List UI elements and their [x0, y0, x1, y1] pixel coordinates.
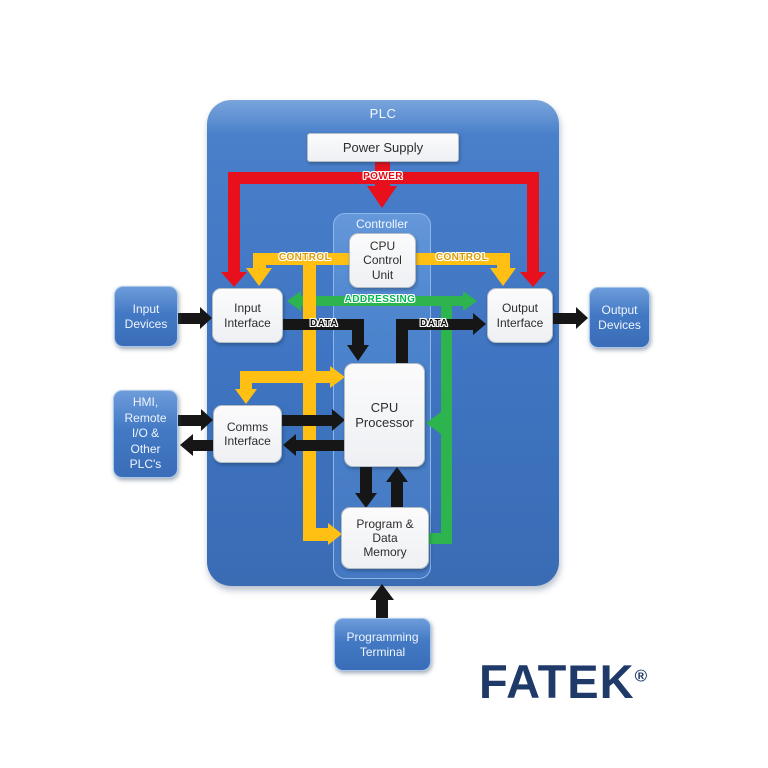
addressing-bus-vertical [441, 301, 452, 544]
registered-trademark-icon: ® [634, 666, 648, 686]
data-arrow-mem-cpu-head-icon [386, 467, 408, 482]
data-arrow-hmi-out-head-icon [180, 434, 193, 456]
data-arrow-inputdev-bar [178, 313, 200, 324]
data-arrow-progterm-bar [376, 600, 388, 618]
addressing-bus-memory-hook [428, 533, 452, 544]
data-arrow-mem-cpu-bar [391, 482, 403, 507]
program-data-memory-box: Program & Data Memory [341, 507, 429, 569]
input-interface-box: Input Interface [212, 288, 283, 343]
input-devices-label: Input Devices [124, 301, 168, 331]
power-supply-box: Power Supply [307, 133, 459, 162]
power-bus-label: POWER [363, 171, 403, 182]
data-arrow-cpu-mem-bar [360, 467, 372, 493]
power-arrow-controller-icon [367, 186, 397, 208]
control-bus-label-left: CONTROL [278, 252, 332, 263]
addressing-bus-bar [300, 296, 464, 306]
data-arrow-cpu-comms-head-icon [283, 434, 296, 456]
control-bus-memory-hook [303, 528, 328, 541]
cpu-processor-box: CPU Processor [344, 363, 425, 467]
output-devices-label: Output Devices [598, 302, 641, 332]
comms-interface-label: Comms Interface [224, 419, 271, 448]
data-arrow-comms-cpu-head-icon [332, 409, 345, 431]
data-bus-left-drop [352, 319, 364, 345]
control-bus-label-right: CONTROL [435, 252, 489, 263]
data-bus-left-bar [283, 319, 364, 330]
control-bus-comms-branch [240, 371, 330, 383]
data-bus-label-left: DATA [310, 318, 338, 329]
power-bus-right-vertical [527, 172, 539, 272]
data-arrow-outputdev-head-icon [576, 307, 588, 329]
control-bus-right-drop [497, 253, 510, 269]
fatek-logo-text: FATEK [479, 655, 635, 708]
control-arrow-comms-icon [235, 389, 257, 404]
controller-title: Controller [355, 217, 409, 231]
input-devices-box: Input Devices [114, 286, 178, 347]
cpu-control-unit-box: CPU Control Unit [349, 233, 416, 288]
plc-title: PLC [369, 106, 397, 121]
power-bus-left-vertical [228, 172, 240, 272]
data-arrow-cpu-mem-head-icon [355, 493, 377, 508]
data-bus-right-riser [396, 319, 408, 363]
data-arrow-cpu-comms-bar [296, 440, 344, 451]
control-bus-comms-drop [240, 371, 252, 389]
control-arrow-memory-icon [328, 523, 342, 545]
data-arrow-outiface-head-icon [473, 313, 486, 335]
data-arrow-comms-cpu-bar [282, 415, 332, 426]
programming-terminal-box: Programming Terminal [334, 618, 431, 671]
power-supply-label: Power Supply [342, 139, 424, 155]
data-arrow-hmi-in-head-icon [201, 409, 213, 431]
data-arrow-progterm-head-icon [370, 584, 394, 600]
input-interface-label: Input Interface [224, 301, 271, 330]
programming-terminal-label: Programming Terminal [346, 629, 419, 659]
output-devices-box: Output Devices [589, 287, 650, 348]
addressing-arrow-left-icon [287, 291, 301, 311]
control-bus-main-vertical [303, 265, 316, 541]
fatek-logo: FATEK® [479, 654, 647, 709]
output-interface-box: Output Interface [487, 288, 553, 343]
data-arrow-hmi-out-bar [193, 440, 213, 451]
program-data-memory-label: Program & Data Memory [356, 516, 414, 560]
power-arrow-left-icon [221, 272, 247, 287]
power-arrow-right-icon [520, 272, 546, 287]
data-arrow-inputdev-head-icon [200, 307, 212, 329]
power-bus-center-stub [375, 158, 390, 186]
data-arrow-outputdev-bar [553, 313, 576, 324]
control-bus-left-drop [253, 253, 266, 269]
hmi-remote-label: HMI, Remote I/O & Other PLC's [124, 395, 167, 472]
data-bus-right-bar [396, 319, 473, 330]
cpu-control-unit-label: CPU Control Unit [363, 239, 402, 282]
control-arrow-cpu-icon [330, 366, 345, 388]
addressing-arrow-cpu-icon [426, 412, 441, 434]
data-arrow-cpu-down-icon [347, 345, 369, 361]
data-arrow-hmi-in-bar [178, 415, 201, 426]
addressing-bus-label: ADDRESSING [344, 294, 416, 305]
control-arrow-right-icon [490, 268, 516, 286]
data-bus-label-right: DATA [420, 318, 448, 329]
comms-interface-box: Comms Interface [213, 405, 282, 463]
addressing-arrow-right-icon [463, 291, 477, 311]
hmi-remote-box: HMI, Remote I/O & Other PLC's [113, 390, 178, 478]
control-arrow-left-icon [246, 268, 272, 286]
cpu-processor-label: CPU Processor [355, 399, 414, 430]
output-interface-label: Output Interface [496, 301, 544, 330]
